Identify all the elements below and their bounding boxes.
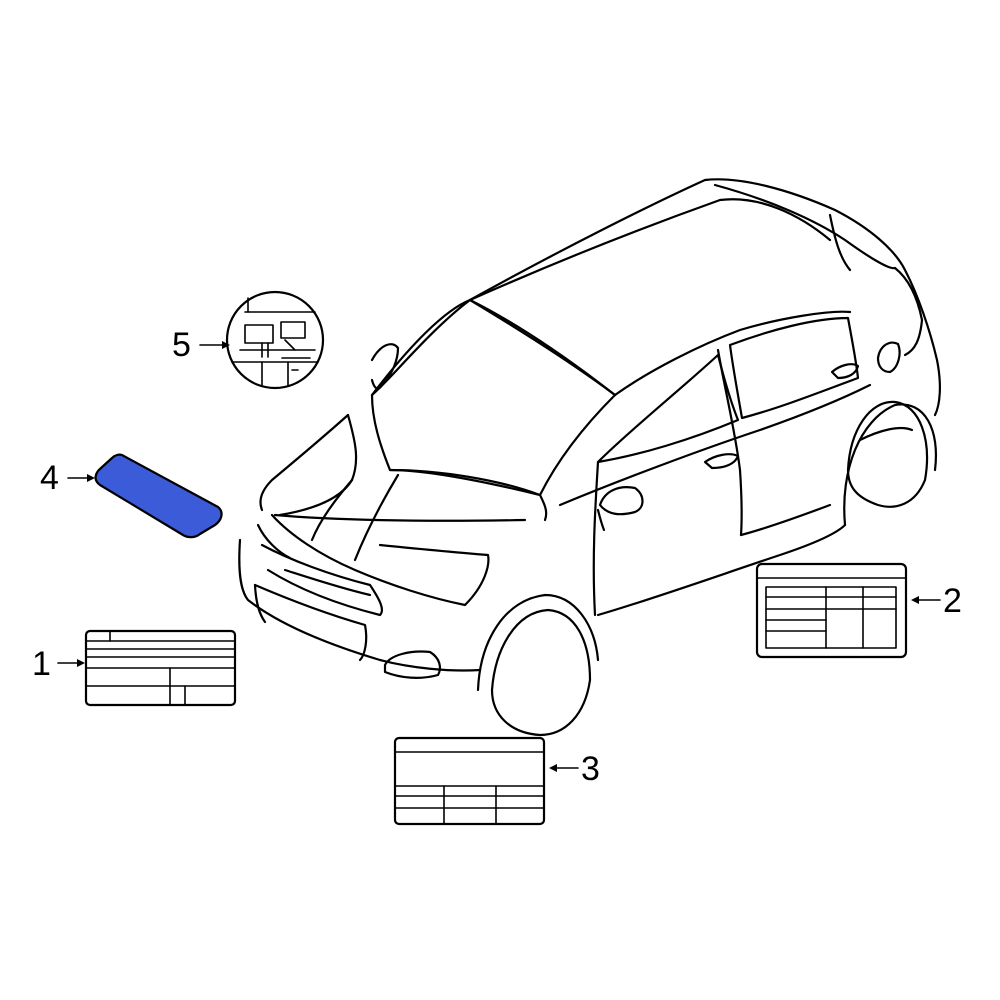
callout-2: 2: [943, 582, 962, 620]
callout-3: 3: [581, 750, 600, 788]
arrow-2: [911, 596, 941, 604]
callout-5: 5: [172, 326, 191, 364]
arrow-4: [67, 474, 95, 482]
part-4-label-highlighted[interactable]: [94, 453, 223, 539]
callout-1: 1: [32, 645, 51, 683]
arrow-5: [199, 341, 230, 349]
part-3-label[interactable]: [393, 736, 546, 826]
arrow-3: [549, 764, 579, 772]
callout-4: 4: [40, 459, 59, 497]
part-1-label[interactable]: [84, 629, 237, 707]
arrow-1: [57, 659, 85, 667]
part-5-label-detail[interactable]: [225, 290, 325, 390]
car-illustration: [238, 178, 941, 737]
part-2-label[interactable]: [755, 562, 908, 659]
